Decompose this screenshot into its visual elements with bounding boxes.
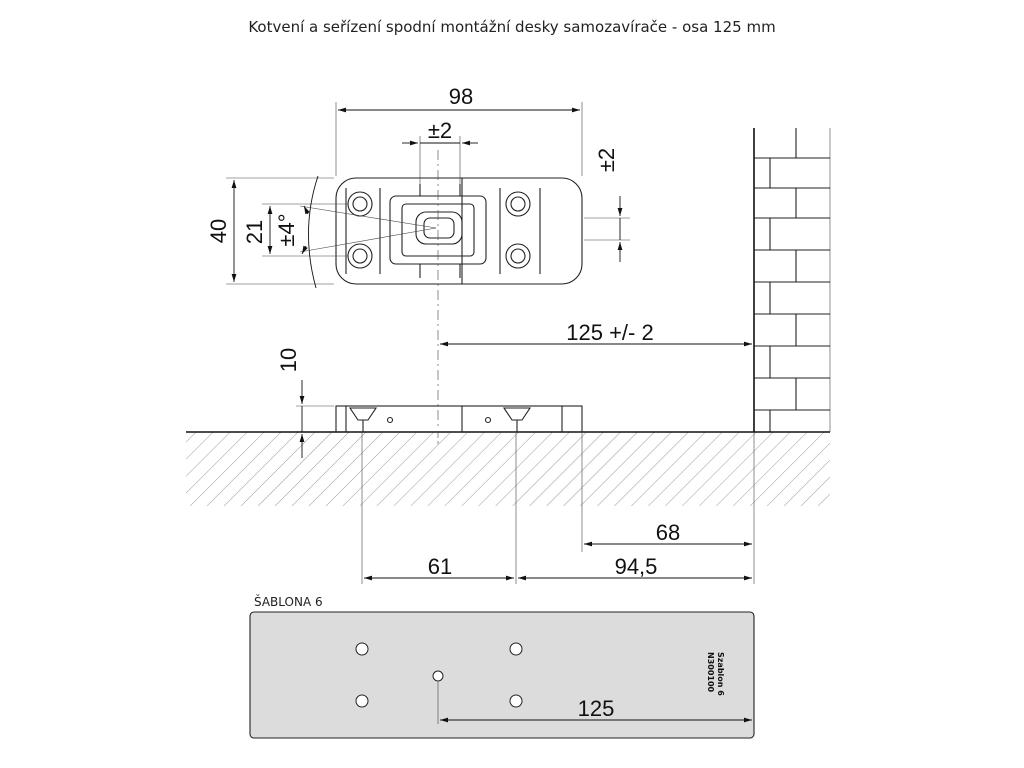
dim-94-5-label: 94,5 <box>615 554 658 579</box>
dim-pm2-v-label: ±2 <box>594 148 619 172</box>
top-view <box>335 150 583 430</box>
dim-98: 98 <box>335 84 583 176</box>
dim-21: 21 <box>242 203 348 257</box>
dim-61-label: 61 <box>428 554 452 579</box>
side-view-plate <box>335 405 583 433</box>
template-hole <box>355 694 369 708</box>
template-code-1: Szablon 6 <box>716 652 725 696</box>
top-view-holes <box>347 191 531 269</box>
dim-10: 10 <box>276 348 334 458</box>
template-plate: 125 Szablon 6 N300100 <box>249 611 755 739</box>
dim-68: 68 <box>584 520 752 547</box>
dim-40: 40 <box>206 177 334 285</box>
floor-section <box>186 431 830 506</box>
dim-10-label: 10 <box>276 348 301 372</box>
dim-125-axis: 125 +/- 2 <box>440 320 752 347</box>
dim-pm2-vertical: ±2 <box>584 148 630 262</box>
drawing-title: Kotvení a seřízení spodní montážní desky… <box>248 18 776 36</box>
dim-angle-label: ±4° <box>274 213 299 246</box>
template-hole <box>509 694 523 708</box>
template-axis-hole <box>432 670 444 682</box>
template-label: ŠABLONA 6 <box>254 594 323 609</box>
template-hole <box>509 642 523 656</box>
template-dim-125-label: 125 <box>578 696 615 721</box>
dim-98-label: 98 <box>449 84 473 109</box>
dim-94-5: 94,5 <box>518 554 752 581</box>
template-hole <box>355 642 369 656</box>
lower-extension-lines <box>361 432 755 584</box>
brick-wall <box>753 128 831 432</box>
dim-21-label: 21 <box>242 220 267 244</box>
dim-pm2-horizontal: ±2 <box>402 118 478 184</box>
template-code-2: N300100 <box>706 652 715 693</box>
dim-125-axis-label: 125 +/- 2 <box>566 320 653 345</box>
dim-61: 61 <box>364 554 514 581</box>
dim-pm2-h-label: ±2 <box>428 118 452 143</box>
plate-top-outline <box>335 177 583 285</box>
dim-40-label: 40 <box>206 219 231 243</box>
dim-68-label: 68 <box>656 520 680 545</box>
dim-angle-pm4: ±4° <box>274 175 437 289</box>
